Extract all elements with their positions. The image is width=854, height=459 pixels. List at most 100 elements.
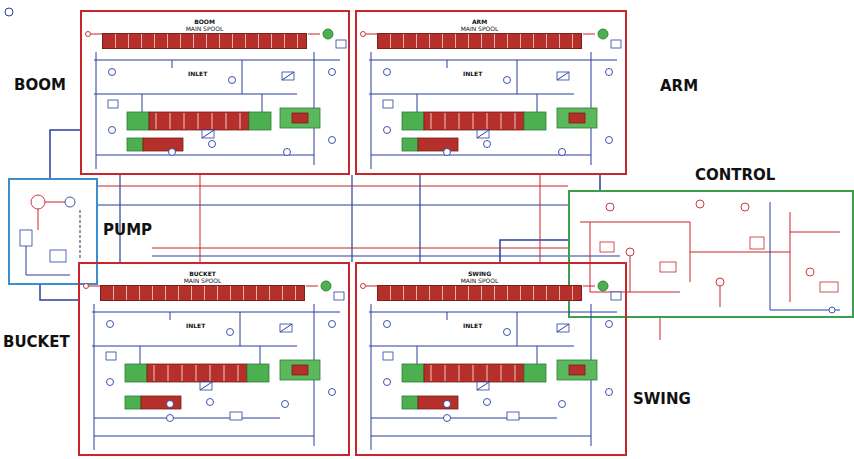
hydraulic-line xyxy=(152,255,620,256)
line-symbol xyxy=(94,304,95,450)
section-panel: BUCKETBUCKETMAIN SPOOLINLET xyxy=(78,262,350,456)
spool-end xyxy=(402,112,424,130)
line-symbol xyxy=(517,312,518,346)
port-symbol xyxy=(229,77,236,84)
spool-body xyxy=(418,138,458,151)
line-symbol xyxy=(282,72,294,80)
port-symbol xyxy=(284,149,291,156)
line-symbol xyxy=(196,365,197,381)
line-symbol xyxy=(26,246,27,275)
line-symbol xyxy=(417,346,418,364)
port-symbol xyxy=(829,307,835,313)
port-symbol xyxy=(606,203,614,211)
spool-end xyxy=(127,138,143,151)
line-symbol xyxy=(308,34,320,35)
spool-label: MAIN SPOOL xyxy=(377,25,582,32)
spool-end xyxy=(524,112,546,130)
spool-label: ARM xyxy=(377,18,582,25)
line-symbol xyxy=(226,113,227,129)
line-symbol xyxy=(200,382,212,390)
valve-symbol xyxy=(611,40,621,48)
line-symbol xyxy=(371,436,591,437)
section-panel: ARMARMMAIN SPOOLINLET xyxy=(355,10,627,175)
port-symbol xyxy=(559,401,566,408)
line-symbol xyxy=(240,113,241,129)
port-symbol xyxy=(329,137,336,144)
section-panel: SWINGSWINGMAIN SPOOLINLET xyxy=(355,262,627,456)
port-symbol xyxy=(107,379,114,386)
port-symbol xyxy=(444,401,451,408)
marker-circle xyxy=(5,8,13,16)
spool-end xyxy=(247,364,269,382)
line-symbol xyxy=(580,222,690,223)
line-symbol xyxy=(790,212,791,302)
spool-body xyxy=(418,396,458,409)
valve-symbol xyxy=(336,40,346,48)
line-symbol xyxy=(170,312,171,320)
valve-symbol xyxy=(383,352,393,360)
valve-symbol xyxy=(477,382,489,390)
spool-band: BOOMMAIN SPOOL xyxy=(102,18,307,49)
line-symbol xyxy=(92,346,297,347)
spool-end xyxy=(402,138,418,151)
line-symbol xyxy=(238,365,239,381)
spool-block xyxy=(280,108,320,128)
port-symbol xyxy=(167,401,174,408)
line-symbol xyxy=(371,155,591,156)
inlet-text: INLET xyxy=(461,322,484,330)
line-symbol xyxy=(371,52,372,169)
spool-label: BOOM xyxy=(102,18,307,25)
line-symbol xyxy=(170,113,171,129)
spool-body xyxy=(424,112,524,130)
spool-bar xyxy=(377,285,582,301)
spool-end xyxy=(125,396,141,409)
port-symbol xyxy=(329,69,336,76)
line-symbol xyxy=(583,286,595,287)
port-symbol xyxy=(169,149,176,156)
port-symbol xyxy=(444,415,451,422)
valve-symbol xyxy=(611,292,621,300)
line-symbol xyxy=(537,94,538,112)
line-symbol xyxy=(630,252,631,292)
port-symbol xyxy=(384,321,391,328)
pilot-line xyxy=(98,186,568,187)
line-symbol xyxy=(447,312,448,320)
line-symbol xyxy=(154,365,155,381)
spool-band: ARMMAIN SPOOL xyxy=(377,18,582,49)
port-symbol xyxy=(484,141,491,148)
hydraulic-connector xyxy=(40,285,78,300)
valve-symbol xyxy=(230,412,242,420)
schematic-symbols xyxy=(10,180,100,287)
line-symbol xyxy=(92,312,340,313)
port-symbol xyxy=(806,268,814,276)
line-symbol xyxy=(590,292,680,293)
port-symbol xyxy=(84,284,89,289)
hydraulic-line xyxy=(419,175,420,262)
section-heading: CONTROL xyxy=(695,166,775,184)
spool-body xyxy=(569,365,585,375)
spool-label: MAIN SPOOL xyxy=(102,25,307,32)
spool-title: BUCKETMAIN SPOOL xyxy=(100,270,305,284)
port-symbol xyxy=(626,248,634,256)
port-symbol xyxy=(361,284,366,289)
line-symbol xyxy=(94,436,314,437)
line-symbol xyxy=(487,113,488,129)
spool-end xyxy=(125,364,147,382)
port-symbol xyxy=(109,69,116,76)
port-symbol xyxy=(167,415,174,422)
line-symbol xyxy=(459,365,460,381)
port-symbol xyxy=(559,149,566,156)
hydraulic-connector xyxy=(599,175,601,190)
line-symbol xyxy=(369,60,617,61)
line-symbol xyxy=(202,130,214,138)
inlet-text: INLET xyxy=(186,70,209,78)
line-symbol xyxy=(172,60,173,68)
valve-symbol xyxy=(108,100,118,108)
spool-end xyxy=(127,112,149,130)
spool-label: SWING xyxy=(377,270,582,277)
valve-symbol xyxy=(202,130,214,138)
spool-body xyxy=(292,113,308,123)
port-symbol xyxy=(606,389,613,396)
section-panel: BOOMBOOMMAIN SPOOL INLET xyxy=(80,10,350,175)
